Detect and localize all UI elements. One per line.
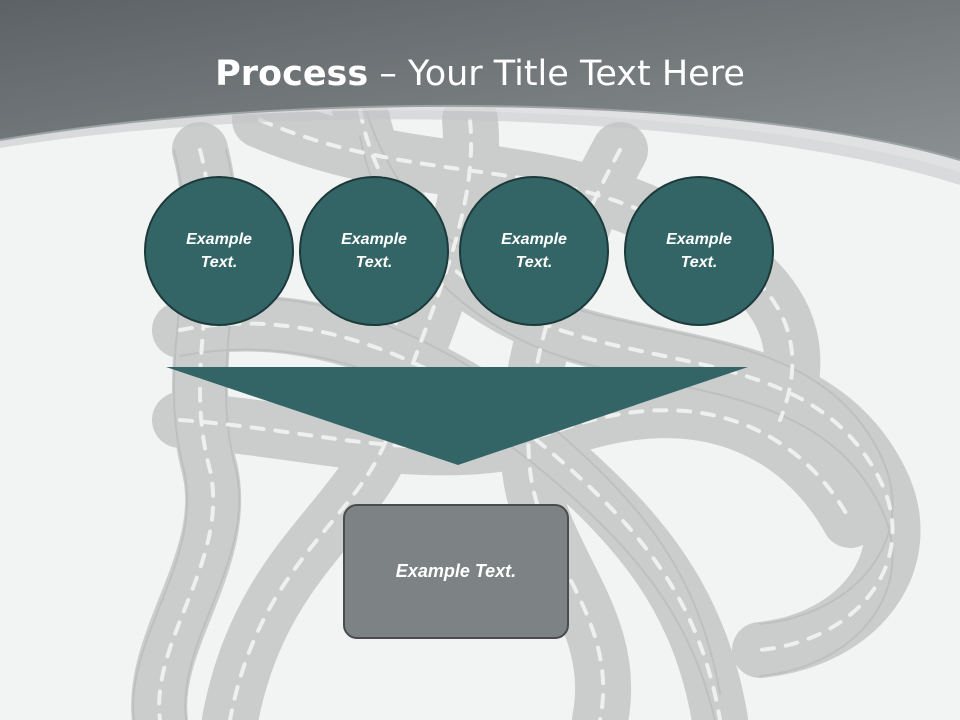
process-circle-2: Example Text. xyxy=(299,176,449,326)
process-circle-3: Example Text. xyxy=(459,176,609,326)
process-circle-2-label: Example Text. xyxy=(341,231,407,271)
funnel-arrow xyxy=(166,367,748,465)
process-circle-3-label: Example Text. xyxy=(501,231,567,271)
result-box-label: Example Text. xyxy=(395,561,517,581)
header-band xyxy=(0,0,960,185)
process-circle-1: Example Text. xyxy=(144,176,294,326)
process-circle-4-label: Example Text. xyxy=(666,231,732,271)
result-box: Example Text. xyxy=(343,504,569,639)
slide-title-rest: – Your Title Text Here xyxy=(368,54,745,94)
process-circle-1-label: Example Text. xyxy=(186,231,252,271)
slide-title-bold: Process xyxy=(215,54,369,94)
slide-title: Process – Your Title Text Here xyxy=(0,52,960,96)
process-circle-4: Example Text. xyxy=(624,176,774,326)
